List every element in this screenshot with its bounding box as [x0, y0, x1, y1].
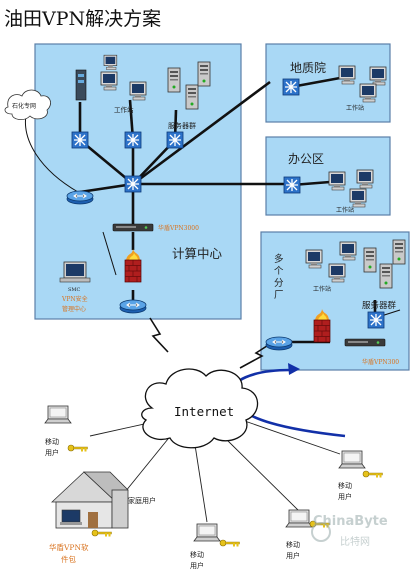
home-user-house	[50, 471, 129, 529]
branch-label-4: 厂	[274, 290, 284, 301]
vpn3000-label: 华盾VPN3000	[158, 224, 199, 232]
mobile-user-label: 移动	[338, 481, 352, 490]
router-icon	[265, 336, 293, 351]
wan-link-bolt-left	[149, 317, 169, 353]
computing-center-label: 计算中心	[172, 246, 223, 261]
vpn300-device	[344, 338, 386, 347]
server-icon	[379, 263, 393, 289]
private-net-cloud: 石化专网	[4, 89, 51, 120]
laptop-icon	[44, 405, 72, 424]
vpn3000-device	[112, 223, 154, 232]
page-title: 油田VPN解决方案	[4, 8, 162, 30]
mobile-user-label: 用户	[45, 448, 59, 457]
mobile-user-label: 移动	[286, 540, 300, 549]
private-net-label: 石化专网	[12, 102, 36, 110]
workstation-label: 工作站	[114, 105, 134, 114]
server-group-label: 服务器群	[168, 121, 196, 130]
vpn-client-label-2: 件包	[61, 554, 76, 564]
internet-cloud: Internet	[141, 368, 259, 449]
branch-label-2: 个	[274, 266, 284, 277]
core-switch-icon	[124, 175, 142, 193]
workstation-label: 工作站	[346, 104, 364, 112]
router-icon	[66, 190, 94, 205]
server-icon	[185, 84, 199, 110]
switch-icon	[367, 311, 385, 329]
switch-icon	[166, 131, 184, 149]
vpn-mgmt-line1: VPN安全	[61, 295, 88, 303]
home-user-label: 家庭用户	[128, 496, 156, 505]
key-icon	[219, 539, 240, 547]
laptop-icon	[285, 509, 313, 528]
watermark-line2: 比特网	[340, 536, 370, 548]
watermark: ChinaByte 比特网	[311, 514, 388, 548]
vpn-mgmt-line2: 管理中心	[62, 305, 86, 313]
laptop-icon	[193, 523, 221, 542]
switch-icon	[124, 131, 142, 149]
mobile-user-label: 用户	[338, 492, 352, 501]
switch-icon	[282, 78, 300, 96]
router-icon	[119, 299, 147, 314]
key-icon	[91, 529, 112, 537]
vpn-client-label-1: 华盾VPN软	[49, 542, 89, 552]
mobile-user-label: 移动	[45, 437, 59, 446]
office-zone-label: 办公区	[288, 151, 324, 166]
branch-label-3: 分	[274, 278, 284, 289]
workstation-label: 工作站	[313, 285, 331, 293]
server-icon	[167, 67, 181, 93]
internet-label: Internet	[174, 404, 234, 419]
wan-link-bolt-right	[239, 343, 271, 369]
server-icon	[392, 239, 406, 265]
switch-icon	[283, 176, 301, 194]
workstation-tower	[75, 69, 87, 101]
server-icon	[363, 247, 377, 273]
geology-zone-label: 地质院	[290, 61, 326, 75]
switch-icon	[71, 131, 89, 149]
server-icon	[197, 61, 211, 87]
vpn-management-center: SMC VPN安全 管理中心	[59, 261, 91, 313]
mobile-user-label: 用户	[190, 561, 204, 570]
laptop-icon	[338, 450, 366, 469]
branch-server-group-label: 服务器群	[362, 300, 397, 311]
key-icon	[67, 444, 88, 452]
mobile-user-label: 用户	[286, 551, 300, 560]
watermark-line1: ChinaByte	[313, 514, 388, 529]
mobile-user-label: 移动	[190, 550, 204, 559]
workstation-label: 工作站	[336, 206, 354, 214]
branch-label-1: 多	[274, 253, 284, 265]
key-icon	[362, 470, 383, 478]
vpn300-label: 华盾VPN300	[362, 358, 399, 366]
smc-label: SMC	[68, 287, 81, 293]
